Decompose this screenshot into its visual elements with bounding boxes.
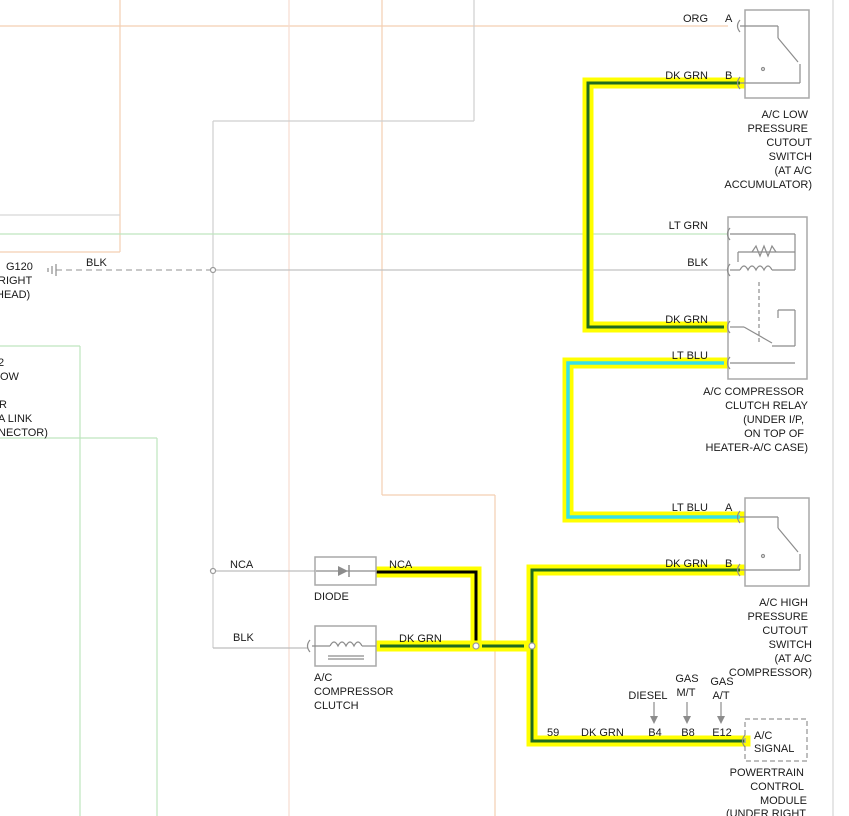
wire-label-blk: BLK bbox=[86, 257, 107, 269]
ground-label: G120 bbox=[6, 261, 33, 273]
svg-text:MODULE: MODULE bbox=[760, 795, 807, 807]
left-fragment-label: OW bbox=[0, 371, 20, 383]
pin-label-a: A bbox=[725, 502, 733, 514]
svg-text:(UNDER RIGHT: (UNDER RIGHT bbox=[726, 808, 806, 816]
svg-text:A/C: A/C bbox=[314, 672, 332, 684]
compressor-clutch-relay bbox=[726, 216, 808, 380]
splice-node bbox=[528, 642, 536, 650]
variant-arrows bbox=[650, 702, 725, 724]
labels: ORG A DK GRN B A/C LOW PRESSURE CUTOUT S… bbox=[0, 13, 812, 816]
wire-label-lt-blu: LT BLU bbox=[672, 350, 708, 362]
wire-label-blk: BLK bbox=[233, 632, 254, 644]
left-fragment-label: R bbox=[0, 399, 7, 411]
diode-icon bbox=[338, 566, 348, 576]
svg-text:ON TOP OF: ON TOP OF bbox=[744, 428, 804, 440]
clutch-name: A/C COMPRESSOR CLUTCH bbox=[314, 672, 394, 712]
relay-name: A/C COMPRESSOR CLUTCH RELAY (UNDER I/P, … bbox=[703, 386, 809, 454]
pin-label-e12: E12 bbox=[712, 727, 732, 739]
svg-text:SWITCH: SWITCH bbox=[769, 639, 812, 651]
highlighted-circuits bbox=[370, 77, 751, 747]
low-switch-name: A/C LOW PRESSURE CUTOUT SWITCH (AT A/C A… bbox=[724, 109, 812, 191]
svg-text:CUTOUT: CUTOUT bbox=[766, 137, 812, 149]
svg-text:CLUTCH: CLUTCH bbox=[314, 700, 359, 712]
ac-signal-label: SIGNAL bbox=[754, 743, 794, 755]
pin-label-b8: B8 bbox=[681, 727, 694, 739]
diode bbox=[314, 556, 377, 586]
svg-text:HEATER-A/C CASE): HEATER-A/C CASE) bbox=[706, 442, 808, 454]
svg-text:POWERTRAIN: POWERTRAIN bbox=[730, 767, 804, 779]
svg-text:A/C LOW: A/C LOW bbox=[762, 109, 809, 121]
svg-text:CUTOUT: CUTOUT bbox=[762, 625, 808, 637]
svg-text:COMPRESSOR): COMPRESSOR) bbox=[729, 667, 812, 679]
splice-node bbox=[209, 266, 217, 274]
compressor-clutch bbox=[306, 625, 377, 667]
wire-label-lt-grn: LT GRN bbox=[669, 220, 708, 232]
wire-label-lt-blu: LT BLU bbox=[672, 502, 708, 514]
wire-label-org: ORG bbox=[683, 13, 708, 25]
pin-label-a: A bbox=[725, 13, 733, 25]
variant-label-gas-mt: GAS bbox=[675, 673, 698, 685]
ac-signal-label: A/C bbox=[754, 730, 772, 742]
wire-label-dk-grn: DK GRN bbox=[665, 70, 708, 82]
low-pressure-switch bbox=[736, 9, 810, 99]
left-fragment-label: NECTOR) bbox=[0, 427, 48, 439]
variant-label-gas-at: A/T bbox=[712, 690, 729, 702]
pin-label-b4: B4 bbox=[648, 727, 661, 739]
wire-label-blk: BLK bbox=[687, 257, 708, 269]
svg-text:COMPRESSOR: COMPRESSOR bbox=[314, 686, 394, 698]
svg-text:(UNDER I/P,: (UNDER I/P, bbox=[743, 414, 804, 426]
dk-grn-wire-high-switch bbox=[526, 564, 751, 747]
svg-text:CLUTCH RELAY: CLUTCH RELAY bbox=[725, 400, 809, 412]
svg-text:PRESSURE: PRESSURE bbox=[747, 123, 808, 135]
svg-text:A/C COMPRESSOR: A/C COMPRESSOR bbox=[703, 386, 804, 398]
pin-label-b: B bbox=[725, 558, 732, 570]
svg-text:SWITCH: SWITCH bbox=[769, 151, 812, 163]
wire-label-dk-grn: DK GRN bbox=[399, 633, 442, 645]
svg-text:CONTROL: CONTROL bbox=[750, 781, 804, 793]
coil-icon bbox=[329, 641, 363, 648]
variant-label-gas-mt: M/T bbox=[677, 687, 696, 699]
pcm-name: POWERTRAIN CONTROL MODULE (UNDER RIGHT bbox=[726, 767, 807, 816]
wire-label-dk-grn: DK GRN bbox=[665, 558, 708, 570]
high-switch-name: A/C HIGH PRESSURE CUTOUT SWITCH (AT A/C … bbox=[729, 597, 812, 679]
variant-label-gas-at: GAS bbox=[710, 676, 733, 688]
svg-text:(AT A/C: (AT A/C bbox=[775, 165, 813, 177]
svg-text:ACCUMULATOR): ACCUMULATOR) bbox=[724, 179, 812, 191]
left-fragment-label: A LINK bbox=[0, 413, 33, 425]
wire-label-nca: NCA bbox=[389, 559, 413, 571]
diode-label: DIODE bbox=[314, 591, 349, 603]
svg-text:A/C HIGH: A/C HIGH bbox=[759, 597, 808, 609]
wire-label-dk-grn: DK GRN bbox=[581, 727, 624, 739]
wire-label-dk-grn: DK GRN bbox=[665, 314, 708, 326]
high-pressure-switch bbox=[736, 497, 810, 587]
ground-label: HEAD) bbox=[0, 289, 30, 301]
ground-icon bbox=[47, 264, 57, 276]
pin-label-59: 59 bbox=[547, 727, 559, 739]
splice-node bbox=[472, 642, 480, 650]
variant-label-diesel: DIESEL bbox=[628, 690, 667, 702]
ground-label: RIGHT bbox=[0, 275, 33, 287]
dk-grn-wire-low-switch-relay bbox=[582, 77, 746, 333]
left-fragment-label: 2 bbox=[0, 357, 4, 369]
pcm-connector bbox=[741, 718, 808, 762]
svg-text:(AT A/C: (AT A/C bbox=[775, 653, 813, 665]
wire-label-nca: NCA bbox=[230, 559, 254, 571]
svg-text:PRESSURE: PRESSURE bbox=[747, 611, 808, 623]
pin-label-b: B bbox=[725, 70, 732, 82]
splice-node bbox=[209, 567, 217, 575]
